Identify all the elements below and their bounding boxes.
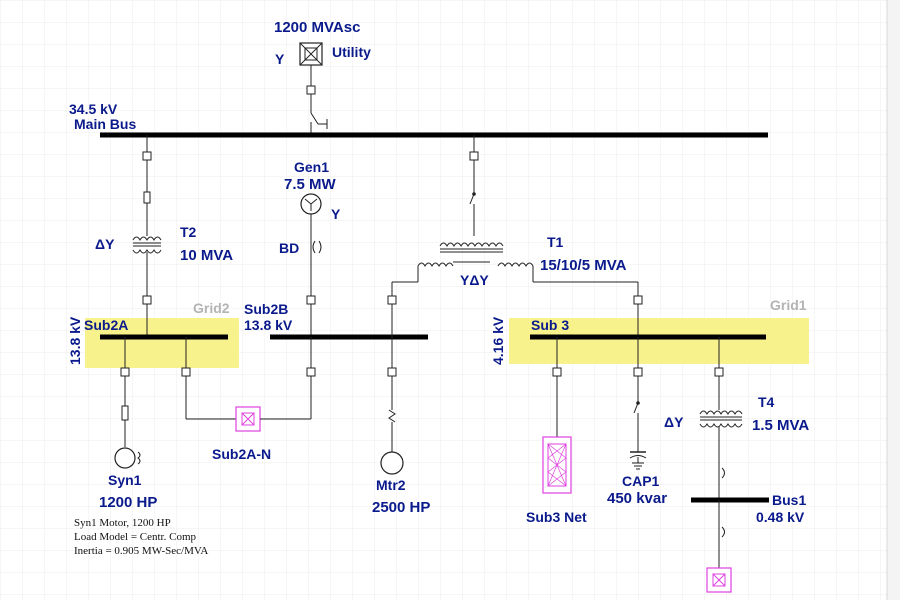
t4-node [714,367,724,377]
t4-transformer-icon[interactable] [699,410,743,428]
utility-source-icon[interactable] [299,42,323,66]
cap1-switch-icon[interactable] [633,401,640,414]
cap1-capacitor-icon[interactable] [629,451,647,470]
t4-reactor-icon[interactable] [721,467,725,479]
cap1-node [633,367,643,377]
bus1-voltage: 0.48 kV [756,509,805,525]
syn1-note-3: Inertia = 0.905 MW-Sec/MVA [74,545,208,557]
utility-conn: Y [275,51,285,67]
sub3-name: Sub 3 [531,317,569,333]
mtr2-motor-icon[interactable] [380,451,404,475]
bd-reactor-icon[interactable] [312,240,322,254]
gen1-rating: 7.5 MW [284,176,337,193]
t1-switch-icon[interactable] [469,192,476,236]
t2-transformer-icon[interactable] [132,236,162,254]
syn1-rating: 1200 HP [99,494,157,511]
t4-name: T4 [758,394,775,410]
sub2b-name: Sub2B [244,301,288,317]
syn1-name: Syn1 [108,472,142,488]
utility-node [306,85,316,95]
sub3-voltage: 4.16 kV [490,316,506,365]
utility-switch-icon[interactable] [310,112,328,134]
gen1-node [306,295,316,305]
t1-transformer-icon[interactable] [417,242,534,267]
scrollbar-track[interactable] [887,0,900,600]
syn1-note-2: Load Model = Centr. Comp [74,531,196,543]
t2-node-top [142,151,152,161]
mtr2-rating: 2500 HP [372,499,430,516]
sub2a-n-name: Sub2A-N [212,446,271,462]
syn1-motor-icon[interactable] [114,447,141,469]
t4-conn: ΔY [664,414,684,430]
gen1-generator-icon[interactable] [300,193,322,215]
bus1-reactor-icon[interactable] [721,526,725,538]
t1-name: T1 [547,234,564,250]
main-bus-voltage: 34.5 kV [69,101,118,117]
grid1-zone [509,318,809,364]
grid1-label: Grid1 [770,297,807,313]
gen1-name: Gen1 [294,159,329,175]
gen1-conn: Y [331,206,341,222]
bus1-name: Bus1 [772,492,806,508]
t1-node-sub3 [633,295,643,305]
syn1-relay-icon[interactable] [121,405,129,421]
grid2-zone [85,318,239,368]
sub2a-n-load-icon[interactable] [235,406,261,432]
t1-conn: YΔY [460,272,489,288]
syn1-node [120,367,130,377]
t2-node-bottom [142,295,152,305]
sub2b-node [306,367,316,377]
sub3-net-load-icon[interactable] [542,436,572,494]
mtr2-node [387,367,397,377]
main-bus-name: Main Bus [74,116,136,132]
t4-rating: 1.5 MVA [752,417,809,434]
bd-label: BD [279,240,299,256]
t1-node-sub2b [387,295,397,305]
t1-node-top [469,151,479,161]
grid2-label: Grid2 [193,300,230,316]
cap1-name: CAP1 [622,473,660,489]
sub2a-voltage: 13.8 kV [67,316,83,365]
mtr2-overload-icon[interactable] [388,409,396,423]
sub2a-name: Sub2A [84,317,128,333]
sub2b-voltage: 13.8 kV [244,317,293,333]
cap1-rating: 450 kvar [607,490,667,507]
syn1-note-1: Syn1 Motor, 1200 HP [74,517,171,529]
t1-rating: 15/10/5 MVA [540,257,627,274]
sub3-net-name: Sub3 Net [526,509,587,525]
t2-fuse-icon[interactable] [143,191,151,204]
t2-name: T2 [180,224,197,240]
utility-rating: 1200 MVAsc [274,19,360,36]
bus1-load-icon[interactable] [706,567,732,593]
t2-rating: 10 MVA [180,247,233,264]
mtr2-name: Mtr2 [376,477,406,493]
t2-conn: ΔY [95,236,115,252]
sub3-net-node [552,367,562,377]
sub2a-n-node [181,367,191,377]
utility-name: Utility [332,44,371,60]
